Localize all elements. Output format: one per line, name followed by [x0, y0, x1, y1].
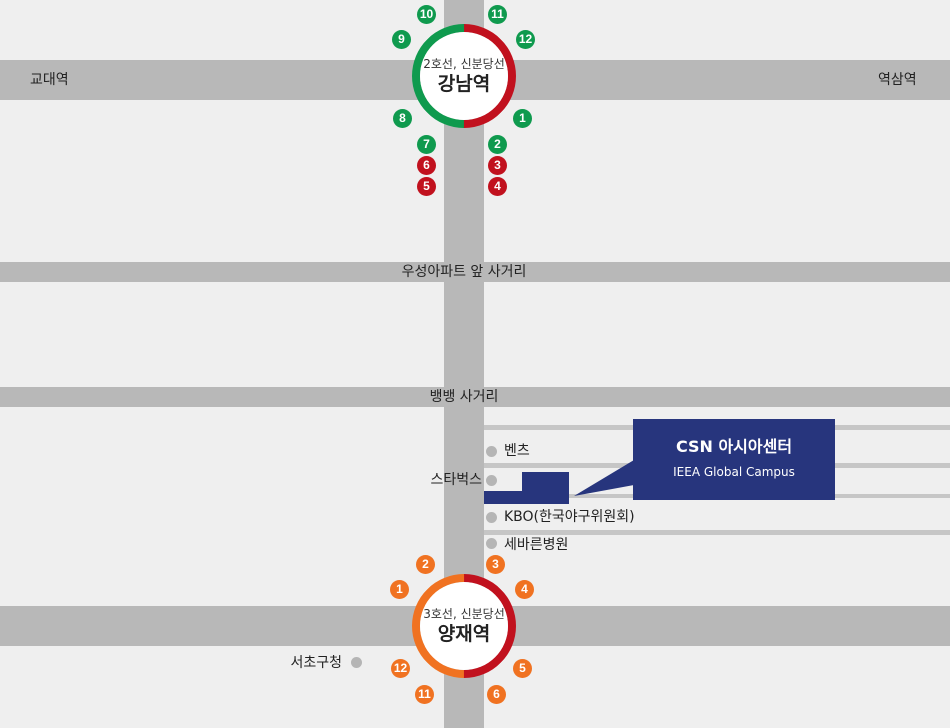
exit-badge[interactable]: 11: [488, 5, 507, 24]
exit-badge[interactable]: 1: [513, 109, 532, 128]
exit-badge[interactable]: 10: [417, 5, 436, 24]
exit-badge[interactable]: 3: [486, 555, 505, 574]
label-hospital: 세바른병원: [504, 537, 569, 553]
exit-badge[interactable]: 5: [513, 659, 532, 678]
destination-building[interactable]: [522, 472, 569, 504]
landmark-dot: [486, 446, 497, 457]
landmark-dot: [486, 512, 497, 523]
exit-badge[interactable]: 12: [391, 659, 410, 678]
exit-badge[interactable]: 6: [487, 685, 506, 704]
side-street: [484, 530, 950, 535]
label-starbucks: 스타벅스: [430, 472, 482, 488]
landmark-dot: [486, 475, 497, 486]
label-seocho: 서초구청: [290, 655, 342, 671]
exit-badge[interactable]: 2: [488, 135, 507, 154]
landmark-dot: [486, 538, 497, 549]
exit-badge[interactable]: 11: [415, 685, 434, 704]
destination-subtitle: IEEA Global Campus: [673, 465, 795, 479]
station-yangjae[interactable]: 3호선, 신분당선 양재역: [390, 552, 538, 700]
station-lines: 3호선, 신분당선: [423, 607, 505, 621]
exit-badge[interactable]: 12: [516, 30, 535, 49]
destination-callout[interactable]: CSN 아시아센터 IEEA Global Campus: [633, 419, 835, 500]
exit-badge[interactable]: 7: [417, 135, 436, 154]
exit-badge[interactable]: 8: [393, 109, 412, 128]
station-name: 강남역: [437, 73, 491, 95]
exit-badge[interactable]: 6: [417, 156, 436, 175]
station-name: 양재역: [437, 623, 491, 645]
exit-badge[interactable]: 3: [488, 156, 507, 175]
exit-badge[interactable]: 1: [390, 580, 409, 599]
label-kbo: KBO(한국야구위원회): [504, 509, 635, 525]
exit-badge[interactable]: 4: [488, 177, 507, 196]
exit-badge[interactable]: 2: [416, 555, 435, 574]
label-yeoksam: 역삼역: [878, 72, 917, 88]
landmark-dot: [351, 657, 362, 668]
station-gangnam[interactable]: 2호선, 신분당선 강남역: [390, 2, 538, 150]
exit-badge[interactable]: 5: [417, 177, 436, 196]
destination-title: CSN 아시아센터: [675, 437, 793, 456]
callout-pointer: [574, 460, 634, 496]
station-lines: 2호선, 신분당선: [423, 56, 505, 71]
exit-badge[interactable]: 9: [392, 30, 411, 49]
label-benz: 벤츠: [504, 443, 530, 459]
label-useong-intersection: 우성아파트 앞 사거리: [401, 264, 527, 280]
label-gyodae: 교대역: [30, 72, 69, 88]
label-bangbang-intersection: 뱅뱅 사거리: [429, 389, 499, 405]
exit-badge[interactable]: 4: [515, 580, 534, 599]
